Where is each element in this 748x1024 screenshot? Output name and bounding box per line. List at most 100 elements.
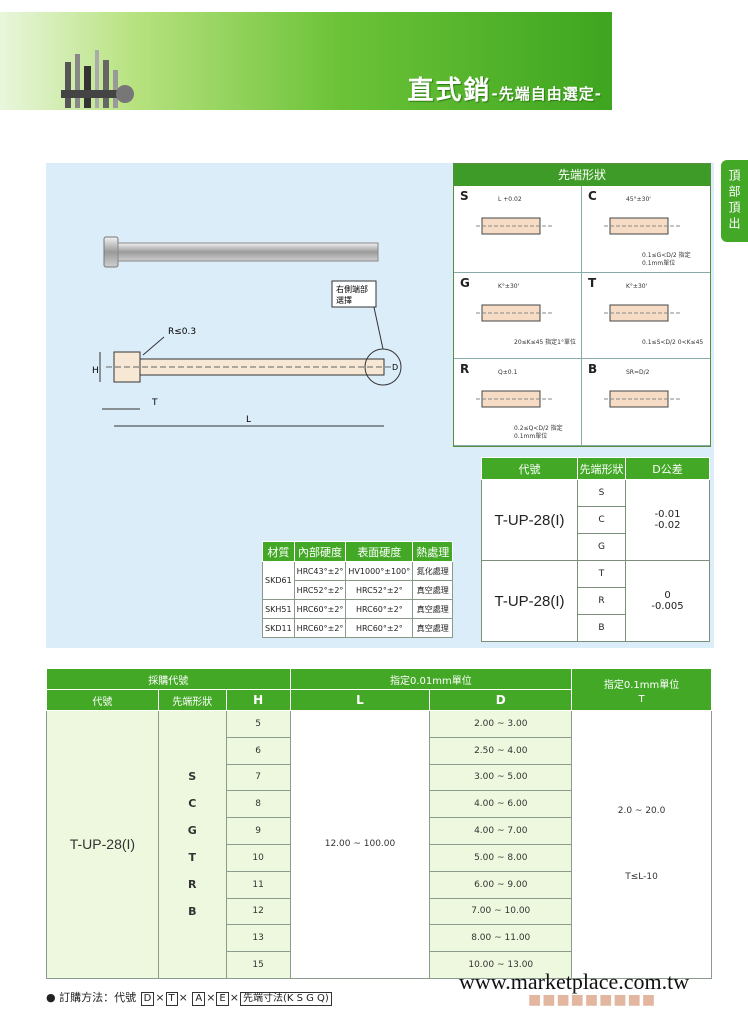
table-row: 8 4.00 ~ 6.00 (47, 790, 712, 819)
d-cell: 2.00 ~ 3.00 (429, 710, 573, 738)
hardness-cell: HRC60°±2° (293, 618, 347, 638)
order-box-t: T (165, 992, 178, 1006)
shape-cell: R (577, 587, 626, 615)
d-cell: 8.00 ~ 11.00 (429, 924, 573, 953)
tip-shape-letter: T (188, 851, 197, 865)
tolerance-cell: -0.01 -0.02 (625, 479, 710, 561)
col-code: 代號 (46, 689, 159, 711)
tip-note: 0.1≤S<D/2 0<K≤45 (642, 338, 704, 346)
pin-drawing: 右側端部 選擇 R≤0.3 H T L D (92, 236, 402, 427)
tip-note: SR=D/2 (626, 369, 650, 377)
col-material: 材質 (262, 541, 295, 562)
tip-note: K°±30' (626, 282, 648, 290)
tip-note: Q±0.1 (498, 369, 518, 377)
tip-shape-drawing (476, 217, 554, 235)
tip-shape-letter: C (188, 797, 197, 811)
table-row: SKH51 HRC60°±2° HRC60°±2° 真空處理 (262, 599, 454, 619)
watermark-ghost: ■■■■■■■■■ (528, 992, 657, 1008)
material-cell: SKD11 (262, 618, 295, 638)
col-d: D (429, 689, 573, 711)
h-cell: 12 (225, 897, 291, 926)
tip-shape-letter: G (187, 824, 197, 838)
table-row: T-UP-28(I)S-0.01 -0.02 (481, 479, 710, 561)
hardness-cell: HRC43°±2° (293, 561, 347, 581)
t-label: T (151, 398, 158, 408)
material-cell: SKD61 (262, 561, 295, 600)
r-label: R≤0.3 (168, 327, 196, 337)
col-tip-shape: 先端形狀 (577, 457, 626, 480)
t-header: 指定0.1mm單位 T (571, 668, 712, 711)
d-cell: 7.00 ~ 10.00 (429, 897, 573, 926)
hardness-cell: HRC52°±2° (345, 580, 414, 600)
tip-shape-letter: R (188, 878, 197, 892)
shape-cell: C (577, 506, 626, 534)
h-cell: 5 (225, 710, 291, 738)
h-cell: 10 (225, 843, 291, 872)
side-tab[interactable]: 頂部頂出 (721, 160, 748, 242)
shape-cell: G (577, 533, 626, 561)
treatment-cell: 氮化處理 (412, 561, 454, 581)
tip-letter: T (588, 275, 597, 290)
tip-letter: B (588, 362, 598, 377)
shape-cell: S (577, 479, 626, 507)
tip-shape-header: 先端形狀 (454, 164, 710, 186)
col-code: 代號 (481, 457, 578, 480)
tip-shape-b: B SR=D/2 (582, 359, 710, 446)
d-cell: 2.50 ~ 4.00 (429, 736, 573, 765)
d-label: D (392, 363, 398, 372)
l-label: L (246, 415, 251, 425)
d-cell: 6.00 ~ 9.00 (429, 870, 573, 899)
h-cell: 15 (225, 951, 291, 979)
table-row: HRC52°±2° HRC52°±2° 真空處理 (263, 580, 454, 600)
order-box-a: A (192, 992, 206, 1006)
order-box-d: D (140, 992, 155, 1006)
treatment-cell: 真空處理 (412, 580, 454, 600)
col-l: L (289, 689, 431, 711)
selection-table: 採購代號 指定0.01mm單位 指定0.1mm單位 T 代號 先端形狀 H L … (46, 668, 712, 979)
title-sub: -先端自由選定- (491, 85, 602, 103)
purchase-code-header: 採購代號 (46, 668, 291, 690)
tip-note: L +0.02 (498, 196, 522, 203)
table-row: 15 10.00 ~ 13.00 (47, 951, 712, 979)
tip-select-label-1: 右側端部 (336, 284, 368, 294)
l-range-cell: 12.00 ~ 100.00 (289, 710, 431, 979)
product-photo (61, 50, 134, 108)
t-range: 2.0 ~ 20.0 (617, 806, 666, 817)
watermark: www.marketplace.com.tw (459, 969, 690, 994)
page-title: 直式銷-先端自由選定- (408, 70, 602, 107)
col-t: T (638, 693, 645, 705)
table-row: 6 2.50 ~ 4.00 (47, 736, 712, 765)
tip-shape-drawing (476, 304, 554, 322)
code-cell: T-UP-28(I) (481, 479, 578, 561)
tip-shape-drawing (604, 390, 682, 408)
col-heat-treatment: 熱處理 (412, 541, 454, 562)
col-d-tolerance: D公差 (625, 457, 710, 480)
unit-001-header: 指定0.01mm單位 (289, 668, 573, 690)
order-box-e: E (216, 992, 229, 1006)
h-cell: 8 (225, 790, 291, 819)
d-cell: 10.00 ~ 13.00 (429, 951, 573, 979)
treatment-cell: 真空處理 (412, 599, 454, 619)
h-cell: 6 (225, 736, 291, 765)
tip-note: 20≤K≤45 指定1°單位 (514, 338, 576, 346)
d-cell: 3.00 ~ 5.00 (429, 763, 573, 792)
h-label: H (92, 366, 99, 376)
table-row: C (482, 506, 710, 534)
col-h: H (225, 689, 291, 711)
header-banner: 直式銷-先端自由選定- (0, 12, 612, 110)
table-row: SKD11 HRC60°±2° HRC60°±2° 真空處理 (262, 618, 454, 638)
tip-shape-drawing (476, 390, 554, 408)
d-cell: 4.00 ~ 7.00 (429, 817, 573, 845)
d-cell: 4.00 ~ 6.00 (429, 790, 573, 819)
